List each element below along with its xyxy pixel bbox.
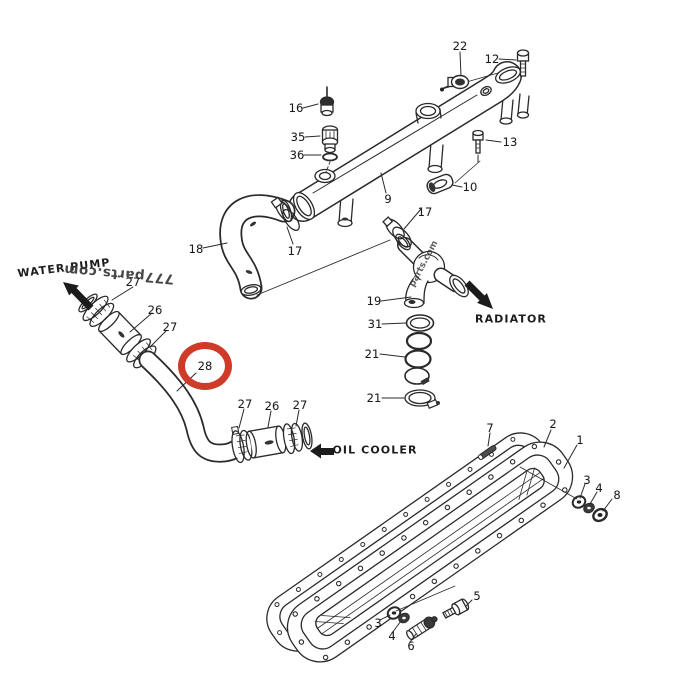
adapter-fitting-35 (321, 125, 339, 154)
dowel-pin-7 (477, 445, 497, 461)
manifold-tube (288, 61, 522, 222)
water-pump-arrow (63, 282, 94, 311)
lock-washer-4-bottom (398, 612, 410, 624)
leader-lines (111, 51, 613, 643)
sender-switch-22 (440, 72, 499, 92)
bolt-12 (516, 49, 530, 77)
o-ring-36 (322, 152, 338, 173)
hose-clamp-17-right (382, 216, 412, 248)
highlight-ring-28 (178, 342, 232, 390)
hose-clamp-21 (404, 389, 440, 409)
manifold-feet (337, 93, 530, 228)
bolt-13 (472, 129, 484, 163)
radiator-arrow (464, 280, 493, 309)
seal-rings-21 (404, 331, 433, 386)
temperature-sensor-16 (319, 86, 335, 117)
cooler-coupling-stack (231, 422, 313, 464)
washer-3-right (571, 495, 587, 509)
bypass-hose-18 (219, 194, 296, 300)
hose-clamp-17-left (270, 196, 300, 231)
gasket-ring-31 (405, 314, 435, 332)
cover-bracket-10 (426, 173, 454, 195)
lock-washer-4-right (583, 502, 595, 514)
nut-8 (592, 507, 608, 523)
oil-cooler-arrow (310, 443, 334, 459)
bolt-5 (442, 598, 470, 619)
thermostat-housing-19 (395, 233, 469, 309)
fitting-6 (406, 616, 438, 641)
joint-line-hose18-thermostat (256, 239, 391, 296)
oil-cooler-cover-1 (286, 441, 574, 663)
